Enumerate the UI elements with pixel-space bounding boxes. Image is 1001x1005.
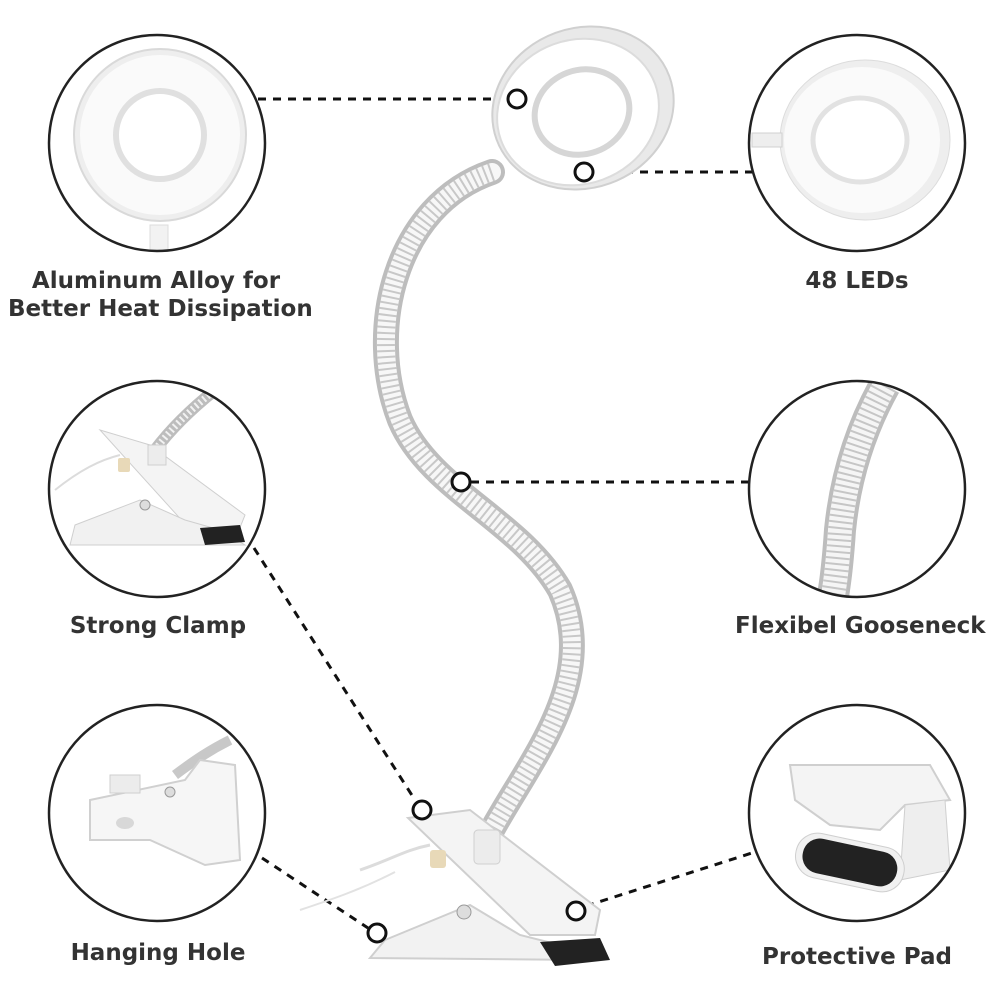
rubber-pad-icon — [795, 832, 905, 893]
dot-aluminum — [506, 88, 528, 110]
label-aluminum: Aluminum Alloy for Better Heat Dissipati… — [8, 267, 313, 323]
label-hanging: Hanging Hole — [70, 940, 246, 966]
label-aluminum-line2: Better Heat Dissipation — [8, 296, 313, 322]
main-lamp — [299, 25, 675, 966]
leader-lines — [252, 97, 756, 930]
label-pad: Protective Pad — [762, 944, 952, 970]
leader-pad — [585, 850, 756, 908]
label-gooseneck: Flexibel Gooseneck — [735, 613, 986, 639]
label-aluminum-line1: Aluminum Alloy for — [31, 268, 281, 294]
ring-head-icon — [491, 25, 675, 191]
leader-hanging — [261, 856, 369, 930]
inset-leds — [747, 33, 967, 253]
inset-gooseneck — [747, 379, 967, 599]
callout-dots — [366, 88, 595, 944]
label-clamp: Strong Clamp — [69, 613, 247, 639]
dot-clamp — [411, 799, 433, 821]
dot-pad — [565, 900, 587, 922]
clamp-icon — [299, 808, 610, 966]
inset-clamp — [47, 379, 267, 599]
inset-pad — [747, 703, 967, 923]
dot-gooseneck — [450, 471, 472, 493]
dot-leds — [573, 161, 595, 183]
inset-hanging — [47, 703, 267, 923]
inset-aluminum — [47, 33, 267, 253]
label-leds: 48 LEDs — [805, 268, 909, 294]
dot-hanging — [366, 922, 388, 944]
leader-clamp — [252, 547, 417, 801]
